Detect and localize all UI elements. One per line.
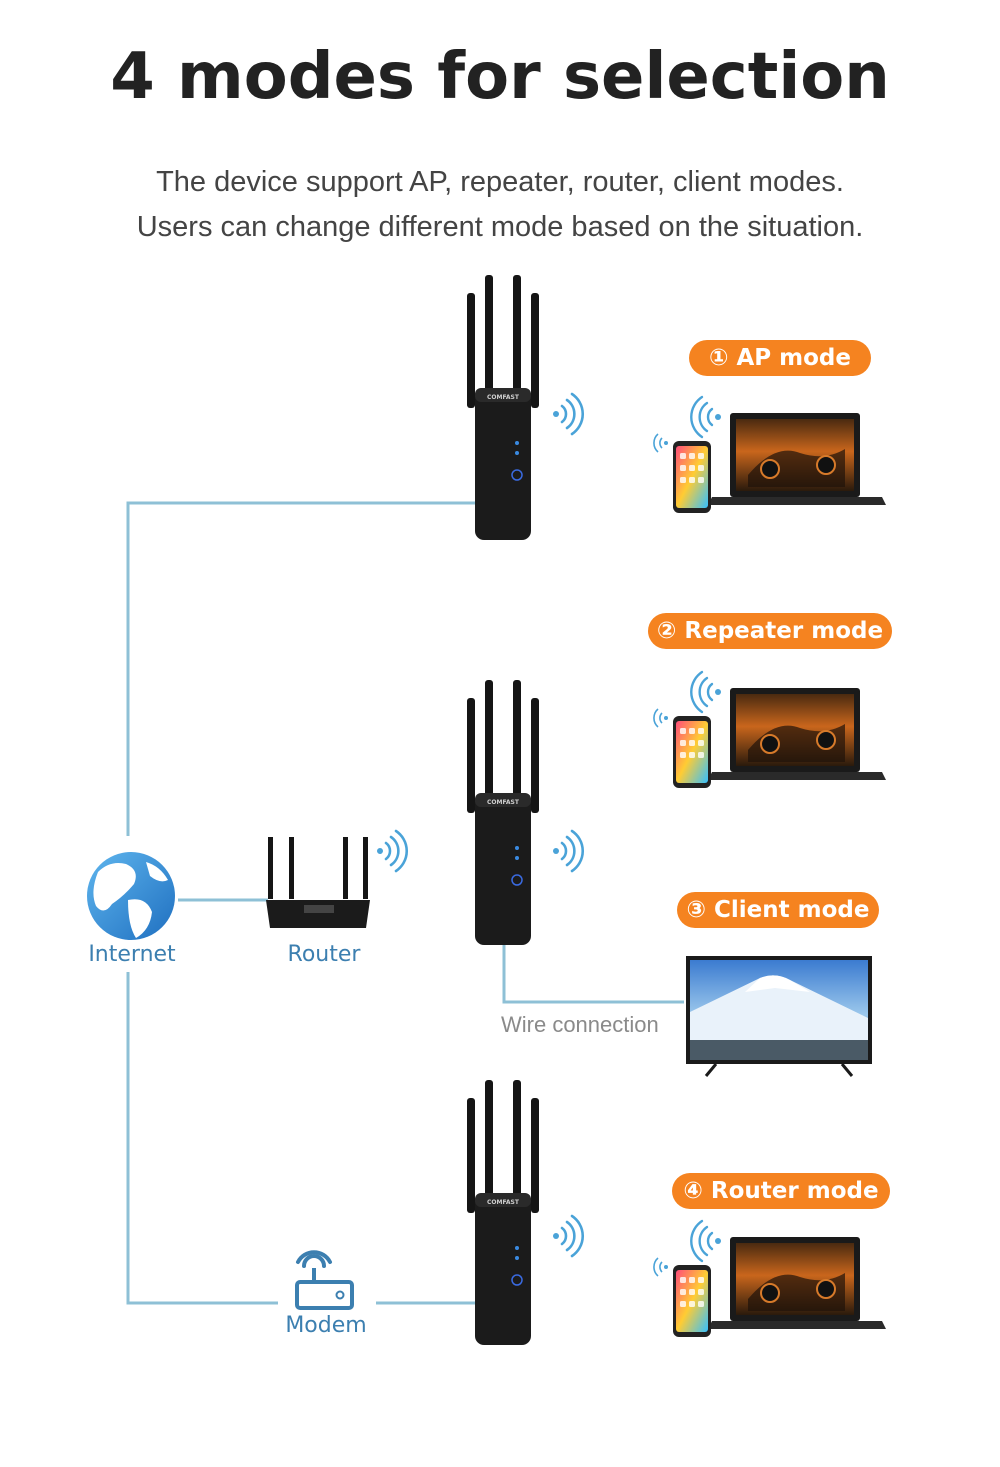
- extender-router-icon: [466, 1079, 540, 1346]
- extender-router-wifi-icon: [551, 1214, 585, 1258]
- repeater-mode-badge: ② Repeater mode: [648, 613, 892, 649]
- extender-ap-icon: [466, 274, 540, 541]
- tv-icon: [686, 956, 872, 1077]
- ap-mode-badge: ① AP mode: [689, 340, 871, 376]
- repeater-mode-devices: [653, 670, 887, 789]
- ap-mode-devices: [653, 395, 887, 514]
- extender-client-icon: [466, 679, 540, 946]
- page-title: 4 modes for selection: [110, 40, 890, 114]
- modem-label: Modem: [285, 1313, 367, 1338]
- subtitle-line-1: The device support AP, repeater, router,…: [156, 166, 844, 198]
- wire-connection-label: Wire connection: [501, 1012, 659, 1037]
- router-icon: [266, 837, 370, 928]
- extender-ap-wifi-icon: [551, 392, 585, 436]
- router-mode-devices: [653, 1219, 887, 1338]
- router-mode-badge: ④ Router mode: [672, 1173, 890, 1209]
- router-wifi-signal-icon: [375, 829, 409, 873]
- subtitle-line-2: Users can change different mode based on…: [136, 211, 864, 243]
- client-mode-badge: ③ Client mode: [677, 892, 879, 928]
- modem-icon: [295, 1250, 354, 1310]
- extender-client-wifi-icon: [551, 829, 585, 873]
- internet-label: Internet: [88, 942, 176, 967]
- router-label: Router: [287, 942, 361, 967]
- globe-icon: [87, 852, 175, 940]
- connection-lines: [126, 501, 684, 1305]
